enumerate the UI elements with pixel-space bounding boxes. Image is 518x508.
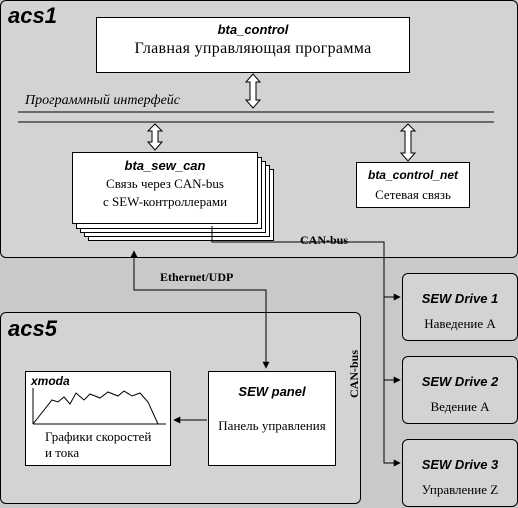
bta-sew-can-line2: с SEW-контроллерами <box>102 194 228 209</box>
xmoda-chart <box>32 388 166 425</box>
xmoda-name: xmoda <box>31 374 70 388</box>
xmoda-box[interactable]: xmoda Графики скоростей и тока <box>25 371 171 466</box>
double-arrow-icon <box>146 123 164 151</box>
double-arrow-icon <box>244 73 262 109</box>
can-bus-top-label: CAN-bus <box>300 233 349 247</box>
sew-drive-1-name: SEW Drive 1 <box>421 291 499 306</box>
sew-drive-2-box[interactable]: SEW Drive 2 Ведение А <box>402 356 518 424</box>
sew-drive-2-name: SEW Drive 2 <box>421 374 499 389</box>
program-interface-label: Программный интерфейс <box>25 93 181 108</box>
bta-sew-can-line1: Связь через CAN-bus <box>106 176 224 191</box>
bta-control-net-name: bta_control_net <box>367 168 458 182</box>
xmoda-line2: и тока <box>45 445 80 460</box>
double-arrow-icon <box>399 123 417 162</box>
can-bus-line <box>211 226 400 464</box>
sew-panel-name: SEW panel <box>238 384 306 399</box>
bta-control-box[interactable]: bta_control Главная управляющая программ… <box>96 17 410 73</box>
sew-panel-box[interactable]: SEW panel Панель управления <box>208 371 336 466</box>
acs5-title: acs5 <box>8 316 57 341</box>
bta-sew-can-name: bta_sew_can <box>124 158 206 173</box>
acs1-title: acs1 <box>8 3 57 28</box>
sew-drive-3-box[interactable]: SEW Drive 3 Управление Z <box>402 439 518 507</box>
bta-control-net-box[interactable]: bta_control_net Сетевая связь <box>356 162 470 208</box>
bta-control-net-desc: Сетевая связь <box>375 187 451 202</box>
bta-control-name: bta_control <box>217 22 289 37</box>
ethernet-line <box>130 250 270 369</box>
sew-panel-desc: Панель управления <box>218 418 326 433</box>
sew-drive-2-desc: Ведение А <box>430 399 490 414</box>
sew-drive-3-desc: Управление Z <box>421 482 499 497</box>
xmoda-line1: Графики скоростей <box>45 429 152 444</box>
sew-drive-1-desc: Наведение А <box>424 316 496 331</box>
bta-control-desc: Главная управляющая программа <box>134 40 372 57</box>
bta-sew-can-box[interactable]: bta_sew_can Связь через CAN-bus с SEW-ко… <box>72 152 258 224</box>
sew-drive-1-box[interactable]: SEW Drive 1 Наведение А <box>402 273 518 341</box>
sew-drive-3-name: SEW Drive 3 <box>421 457 499 472</box>
